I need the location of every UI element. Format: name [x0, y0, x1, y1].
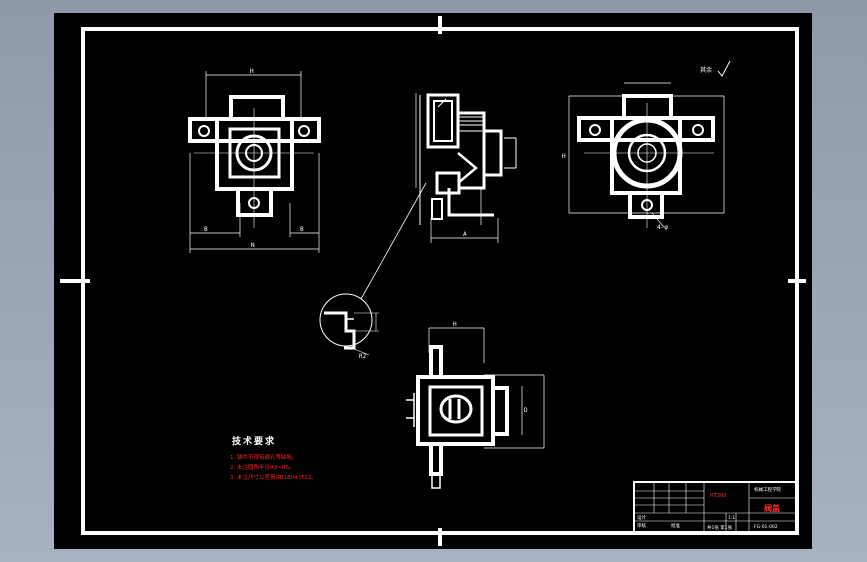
- section-view: A: [360, 93, 517, 300]
- tech-note-3: 3. 未注尺寸公差按GB1804 IT12。: [230, 473, 317, 481]
- dim-right-left: H: [562, 153, 566, 160]
- tb-scale: 1:1: [728, 515, 735, 521]
- note-detail-radius: R2: [359, 353, 367, 360]
- tb-institution: 机械工程学院: [754, 486, 781, 493]
- tech-req-title: 技术要求: [232, 435, 276, 447]
- dim-front-right: B: [300, 226, 304, 233]
- tb-drawing-no: FG-01-002: [754, 524, 778, 530]
- tb-part-name: 阀盖: [764, 503, 780, 513]
- title-block: HT200 阀盖 机械工程学院 FG-01-002 1:1 共1张 第1张 设计…: [633, 481, 798, 534]
- tb-approve: 批准: [671, 522, 680, 529]
- tb-sheet: 共1张 第1张: [707, 524, 733, 531]
- bottom-view: H D: [406, 321, 545, 489]
- tb-material: HT200: [710, 493, 726, 499]
- tb-check: 审核: [637, 522, 646, 529]
- tech-note-2: 2. 未注圆角半径R3~R5。: [230, 463, 295, 471]
- dim-bottom-right: D: [524, 407, 528, 414]
- technical-requirements: 技术要求 1. 铸件不得有缩孔等缺陷。 2. 未注圆角半径R3~R5。 3. 未…: [230, 435, 317, 481]
- right-view: H 4-φ: [562, 82, 725, 231]
- dim-front-top: H: [250, 68, 254, 75]
- tb-designer: 设计: [637, 514, 646, 521]
- cad-drawing: 其余: [60, 16, 806, 546]
- dim-front-bottom: N: [251, 242, 255, 249]
- drawing-sheet: 其余: [54, 13, 812, 549]
- roughness-symbol: 其余: [700, 60, 731, 77]
- dim-bottom-top: H: [453, 321, 457, 328]
- roughness-label: 其余: [700, 66, 712, 74]
- note-right-holes: 4-φ: [657, 224, 668, 231]
- front-view: H N B B: [188, 68, 321, 253]
- dim-front-left: B: [204, 226, 208, 233]
- tech-note-1: 1. 铸件不得有缩孔等缺陷。: [230, 453, 298, 461]
- drawing-frame: [60, 16, 806, 546]
- detail-view: R2: [319, 293, 379, 360]
- dim-side-bottom: A: [463, 231, 467, 238]
